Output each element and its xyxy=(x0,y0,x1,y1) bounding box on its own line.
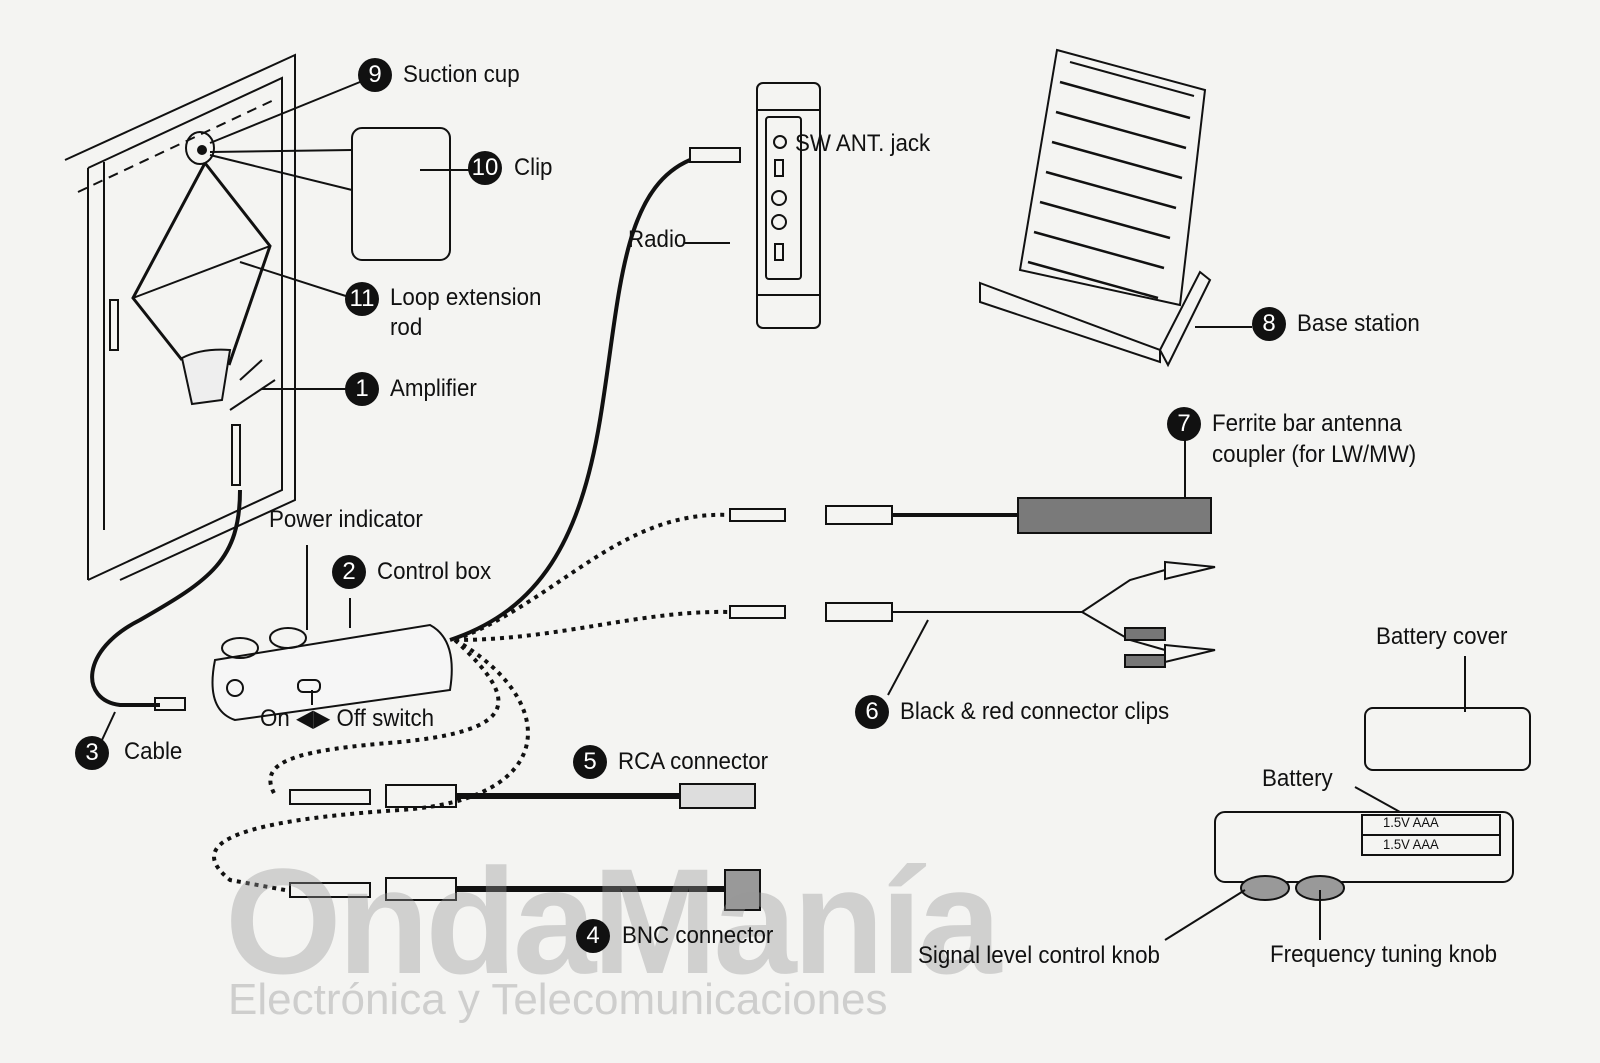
label-signal-knob: Signal level control knob xyxy=(918,942,1160,969)
label-loop-rod: Loop extension xyxy=(390,284,542,311)
badge-6: 6 xyxy=(855,695,889,729)
label-frequency-knob: Frequency tuning knob xyxy=(1270,941,1498,968)
badge-9: 9 xyxy=(358,58,392,92)
window-frame xyxy=(64,53,296,581)
badge-11: 11 xyxy=(345,282,379,316)
badge-8: 8 xyxy=(1252,307,1286,341)
label-suction-cup: Suction cup xyxy=(403,61,520,88)
badge-2: 2 xyxy=(332,555,366,589)
label-battery-cell-2: 1.5V AAA xyxy=(1383,836,1439,852)
label-radio: Radio xyxy=(628,226,687,253)
badge-5: 5 xyxy=(573,745,607,779)
badge-7: 7 xyxy=(1167,407,1201,441)
battery-holder-art xyxy=(1214,811,1514,901)
badge-10: 10 xyxy=(468,151,502,185)
label-cable: Cable xyxy=(124,738,183,765)
label-rca: RCA connector xyxy=(618,748,769,775)
base-station-art xyxy=(979,48,1212,368)
badge-3: 3 xyxy=(75,736,109,770)
label-on-off-switch: On ◀▶ Off switch xyxy=(260,705,435,732)
label-ferrite: Ferrite bar antenna xyxy=(1212,410,1402,437)
watermark-brand: OndaManía xyxy=(225,837,1001,1005)
label-sw-ant-jack: SW ANT. jack xyxy=(795,130,931,157)
badge-1: 1 xyxy=(345,372,379,406)
label-control-box: Control box xyxy=(377,558,492,585)
loop-antenna xyxy=(131,131,276,486)
label-base-station: Base station xyxy=(1297,310,1420,337)
radio-art xyxy=(756,82,821,329)
label-ferrite-2: coupler (for LW/MW) xyxy=(1212,441,1417,468)
control-box-art xyxy=(211,623,453,722)
label-battery-cover: Battery cover xyxy=(1376,623,1508,650)
badge-4: 4 xyxy=(576,919,610,953)
label-battery-cell-1: 1.5V AAA xyxy=(1383,814,1439,830)
label-bnc: BNC connector xyxy=(622,922,774,949)
label-clip: Clip xyxy=(514,154,553,181)
label-amplifier: Amplifier xyxy=(390,375,477,402)
label-battery: Battery xyxy=(1262,765,1333,792)
label-power-indicator: Power indicator xyxy=(269,506,423,533)
label-loop-rod-2: rod xyxy=(390,314,423,341)
watermark-tagline: Electrónica y Telecomunicaciones xyxy=(228,975,888,1024)
label-connector-clips: Black & red connector clips xyxy=(900,698,1170,725)
